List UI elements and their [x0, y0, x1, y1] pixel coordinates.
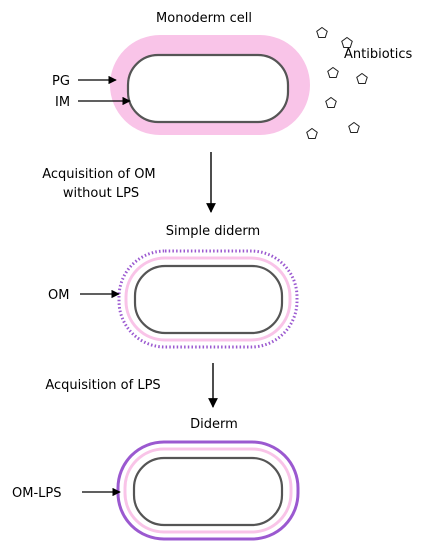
peptidoglycan-ring-lps: [123, 447, 293, 534]
antibiotic-pentagon-icon: [306, 127, 318, 139]
transition-label-lps: Acquisition of LPS: [45, 378, 160, 393]
stage-title-diderm: Diderm: [190, 417, 238, 432]
label-om: OM: [48, 288, 69, 303]
antibiotic-pentagon-icon: [356, 72, 368, 84]
label-om-lps: OM-LPS: [12, 486, 61, 501]
label-antibiotics: Antibiotics: [344, 47, 413, 62]
antibiotic-markers: [306, 26, 368, 139]
antibiotic-pentagon-icon: [327, 66, 339, 78]
transition-label-om-line2: without LPS: [63, 186, 139, 201]
transition-label-om: Acquisition of OM without LPS: [42, 167, 160, 201]
stage-title-simple-diderm: Simple diderm: [166, 224, 260, 239]
antibiotic-pentagon-icon: [316, 26, 328, 38]
inner-membrane-diderm: [133, 264, 284, 335]
inner-membrane-outline: [126, 53, 290, 124]
transition-label-om-line1: Acquisition of OM: [42, 167, 155, 182]
peptidoglycan-ring-diderm: [124, 256, 292, 342]
label-pg: PG: [52, 74, 70, 89]
inner-membrane-lps: [132, 456, 284, 527]
stage-title-monoderm: Monoderm cell: [156, 11, 252, 26]
antibiotic-pentagon-icon: [325, 96, 337, 108]
antibiotic-pentagon-icon: [341, 36, 353, 48]
label-im: IM: [55, 95, 70, 110]
antibiotic-pentagon-icon: [348, 121, 360, 133]
